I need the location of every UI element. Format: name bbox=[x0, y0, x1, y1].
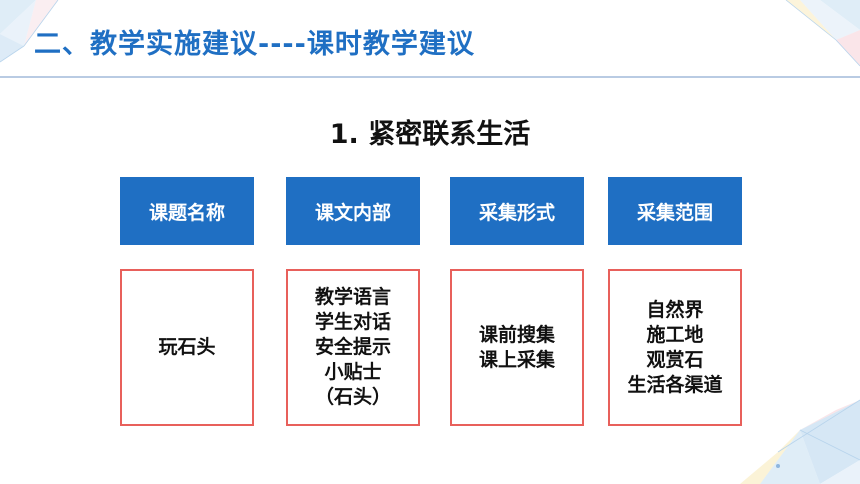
content-line: 学生对话 bbox=[314, 311, 391, 333]
content-line: 教学语言 bbox=[314, 286, 391, 308]
section-heading: 1. 紧密联系生活 bbox=[329, 119, 531, 150]
content-line: 施工地 bbox=[646, 323, 704, 346]
content-collection-scope: 自然界 施工地 观赏石 生活各渠道 bbox=[608, 269, 742, 426]
content-line: 玩石头 bbox=[158, 336, 216, 358]
slide-title: 二、教学实施建议----课时教学建议 bbox=[34, 29, 475, 60]
content-line: 生活各渠道 bbox=[627, 373, 723, 396]
content-line: 课上采集 bbox=[478, 348, 555, 371]
content-line: （石头） bbox=[314, 386, 391, 408]
title-divider bbox=[0, 76, 860, 78]
content-line: 观赏石 bbox=[646, 348, 704, 371]
content-line: 安全提示 bbox=[314, 336, 391, 358]
content-line: 课前搜集 bbox=[478, 323, 555, 346]
header-collection-form: 采集形式 bbox=[450, 177, 584, 245]
content-collection-form: 课前搜集 课上采集 bbox=[450, 269, 584, 426]
header-lesson-name: 课题名称 bbox=[120, 177, 254, 245]
header-collection-scope: 采集范围 bbox=[608, 177, 742, 245]
content-line: 自然界 bbox=[646, 298, 704, 321]
header-text-content: 课文内部 bbox=[286, 177, 420, 245]
content-lesson-name: 玩石头 bbox=[120, 269, 254, 426]
content-text-content: 教学语言 学生对话 安全提示 小贴士 （石头） bbox=[286, 269, 420, 426]
content-line: 小贴士 bbox=[324, 361, 382, 383]
